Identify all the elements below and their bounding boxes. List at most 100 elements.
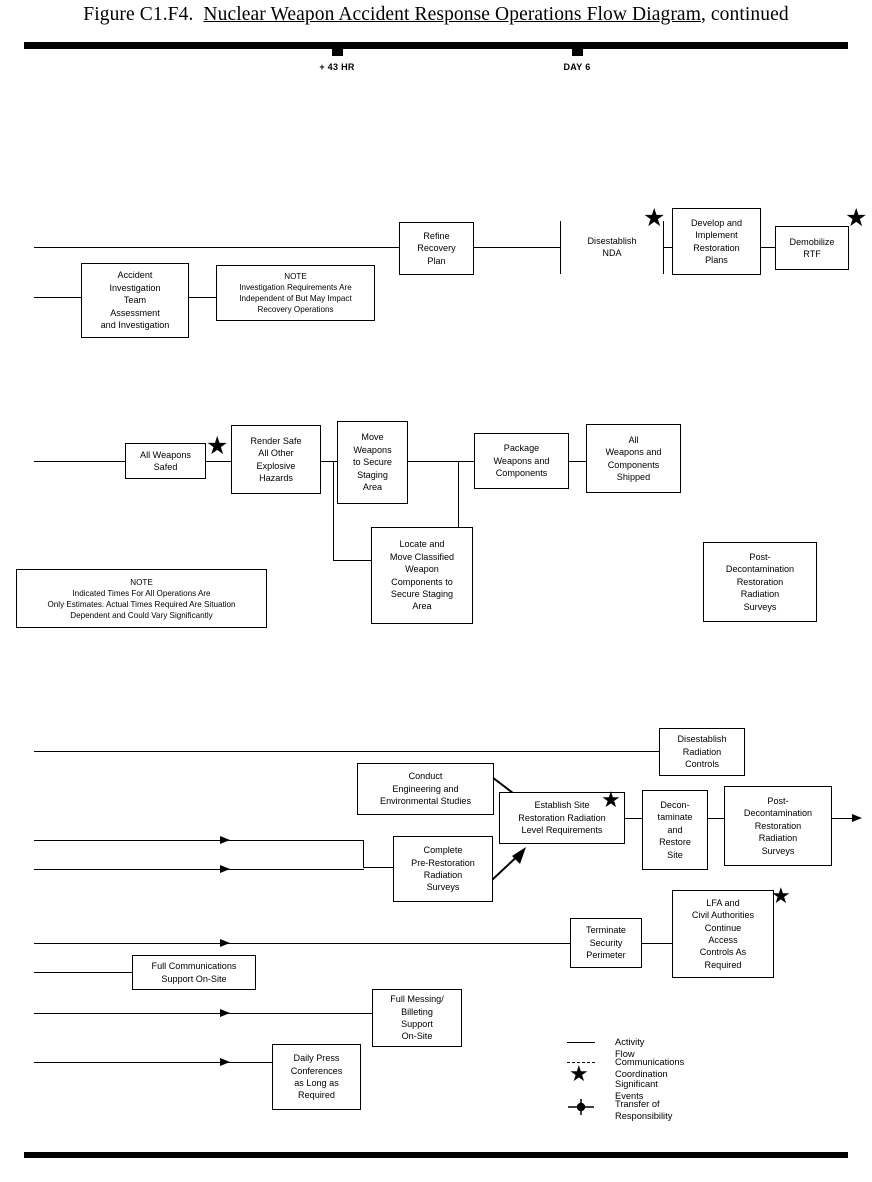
all-weapons-and-components-shipped-box[interactable]: All Weapons and Components Shipped bbox=[586, 424, 681, 493]
arrow-feeder-upper-icon bbox=[220, 836, 230, 844]
flow-line-decon-to-postdecon bbox=[708, 818, 724, 820]
conduct-engineering-environmental-studies-box[interactable]: Conduct Engineering and Environmental St… bbox=[357, 763, 494, 815]
arrow-terminate-security-icon bbox=[220, 939, 230, 947]
arrow-daily-press-icon bbox=[220, 1058, 230, 1066]
flow-line-develop-to-demobilize bbox=[761, 247, 775, 249]
flow-line-to-disestablish-radiation-controls bbox=[34, 751, 659, 753]
timeline-tick-43hr bbox=[332, 45, 343, 56]
accident-investigation-team-box[interactable]: Accident Investigation Team Assessment a… bbox=[81, 263, 189, 338]
demobilize-rtf-label: Demobilize RTF bbox=[789, 236, 835, 259]
establish-site-restoration-radiation-level-requirements-label: Establish Site Restoration Radiation Lev… bbox=[518, 800, 606, 836]
conduct-engineering-environmental-studies-label: Conduct Engineering and Environmental St… bbox=[380, 771, 471, 807]
daily-press-conferences-box[interactable]: Daily Press Conferences as Long as Requi… bbox=[272, 1044, 361, 1110]
bottom-rule bbox=[24, 1152, 848, 1158]
daily-press-conferences-label: Daily Press Conferences as Long as Requi… bbox=[290, 1053, 343, 1101]
note-investigation-requirements-label: NOTE Investigation Requirements Are Inde… bbox=[239, 272, 352, 314]
note-indicated-times-box: NOTE Indicated Times For All Operations … bbox=[16, 569, 267, 628]
arrow-feeder-lower-icon bbox=[220, 865, 230, 873]
disestablish-radiation-controls-box[interactable]: Disestablish Radiation Controls bbox=[659, 728, 745, 776]
legend-label-transfer-of-responsibility: Transfer of Responsibility bbox=[615, 1099, 673, 1121]
complete-pre-restoration-radiation-surveys-box[interactable]: Complete Pre-Restoration Radiation Surve… bbox=[393, 836, 493, 902]
flow-line-locate-join-vertical bbox=[458, 461, 460, 561]
package-weapons-and-components-box[interactable]: Package Weapons and Components bbox=[474, 433, 569, 489]
timeline-label-43hr: + 43 HR bbox=[319, 62, 355, 72]
all-weapons-and-components-shipped-label: All Weapons and Components Shipped bbox=[605, 434, 662, 482]
flow-line-feeder-upper-into-box bbox=[363, 867, 393, 869]
refine-recovery-plan-label: Refine Recovery Plan bbox=[417, 230, 456, 266]
flow-line-into-all-weapons-safed bbox=[34, 461, 125, 463]
communications-coordination-dashed-line-icon bbox=[562, 1054, 602, 1072]
flow-line-nda-to-develop bbox=[663, 247, 673, 249]
flow-line-to-terminate-security bbox=[34, 943, 570, 945]
flow-line-into-investigation-team bbox=[34, 297, 81, 299]
locate-move-classified-weapon-components-box[interactable]: Locate and Move Classified Weapon Compon… bbox=[371, 527, 473, 624]
all-weapons-safed-box[interactable]: All Weapons Safed bbox=[125, 443, 206, 479]
figure-title-text: Nuclear Weapon Accident Response Operati… bbox=[203, 4, 701, 25]
post-decontamination-restoration-radiation-surveys-lower-label: Post- Decontamination Restoration Radiat… bbox=[743, 795, 813, 856]
figure-continued: , continued bbox=[700, 4, 789, 25]
flow-line-branch-to-locate bbox=[333, 560, 371, 562]
flow-line-feeder-upper-drop bbox=[363, 840, 365, 868]
flow-line-package-to-shipped bbox=[569, 461, 586, 463]
full-messing-billeting-support-on-site-box[interactable]: Full Messing/ Billeting Support On-Site bbox=[372, 989, 462, 1047]
render-safe-explosive-hazards-label: Render Safe All Other Explosive Hazards bbox=[250, 435, 302, 483]
activity-flow-line-icon bbox=[562, 1034, 602, 1052]
accident-investigation-team-label: Accident Investigation Team Assessment a… bbox=[100, 270, 170, 331]
flow-branch-vertical-to-locate bbox=[333, 461, 335, 561]
flow-line-feeder-upper bbox=[34, 840, 364, 842]
render-safe-explosive-hazards-box[interactable]: Render Safe All Other Explosive Hazards bbox=[231, 425, 321, 494]
note-investigation-requirements-box: NOTE Investigation Requirements Are Inde… bbox=[216, 265, 375, 321]
legend-label-activity-flow: Activity Flow bbox=[615, 1037, 645, 1059]
timeline-rule bbox=[24, 42, 848, 49]
lfa-civil-authorities-access-controls-label: LFA and Civil Authorities Continue Acces… bbox=[691, 897, 755, 970]
post-decontamination-restoration-radiation-surveys-upper-box[interactable]: Post- Decontamination Restoration Radiat… bbox=[703, 542, 817, 622]
flow-line-render-to-move bbox=[321, 461, 337, 463]
full-communications-support-on-site-box[interactable]: Full Communications Support On-Site bbox=[132, 955, 256, 990]
locate-move-classified-weapon-components-label: Locate and Move Classified Weapon Compon… bbox=[389, 539, 455, 612]
flow-line-move-to-package bbox=[408, 461, 474, 463]
flow-line-postdecon-exit bbox=[832, 818, 854, 820]
full-communications-support-on-site-label: Full Communications Support On-Site bbox=[151, 961, 237, 984]
significant-events-star-icon: ★ bbox=[569, 1061, 589, 1086]
flow-bracket-nda-left bbox=[560, 221, 562, 274]
legend-label-significant-events: Significant Events bbox=[615, 1079, 658, 1101]
flow-line-to-daily-press bbox=[34, 1062, 272, 1064]
arrow-full-messing-icon bbox=[220, 1009, 230, 1017]
develop-implement-restoration-plans-label: Develop and Implement Restoration Plans bbox=[690, 217, 743, 265]
terminate-security-perimeter-label: Terminate Security Perimeter bbox=[586, 925, 626, 961]
full-messing-billeting-support-on-site-label: Full Messing/ Billeting Support On-Site bbox=[390, 994, 444, 1042]
figure-label: Figure C1.F4. bbox=[83, 4, 194, 25]
significant-event-star-nda-icon: ★ bbox=[643, 204, 666, 232]
timeline-label-day6: DAY 6 bbox=[563, 62, 591, 72]
decontaminate-and-restore-site-box[interactable]: Decon- taminate and Restore Site bbox=[642, 790, 708, 870]
refine-recovery-plan-box[interactable]: Refine Recovery Plan bbox=[399, 222, 474, 275]
complete-pre-restoration-radiation-surveys-label: Complete Pre-Restoration Radiation Surve… bbox=[411, 845, 475, 893]
transfer-of-responsibility-node-icon bbox=[562, 1098, 602, 1116]
flow-line-upper-to-refine bbox=[34, 247, 399, 249]
disestablish-nda-box[interactable]: Disestablish NDA bbox=[561, 228, 663, 266]
significant-event-star-weapons-safed-icon: ★ bbox=[206, 432, 229, 460]
arrow-postdecon-exit-icon bbox=[852, 814, 862, 822]
flow-line-team-to-note bbox=[189, 297, 216, 299]
lfa-civil-authorities-access-controls-box[interactable]: LFA and Civil Authorities Continue Acces… bbox=[672, 890, 774, 978]
flow-line-to-full-communications bbox=[34, 972, 132, 974]
disestablish-nda-label: Disestablish NDA bbox=[587, 235, 637, 258]
package-weapons-and-components-label: Package Weapons and Components bbox=[493, 443, 550, 479]
terminate-security-perimeter-box[interactable]: Terminate Security Perimeter bbox=[570, 918, 642, 968]
timeline-tick-day6 bbox=[572, 45, 583, 56]
develop-implement-restoration-plans-box[interactable]: Develop and Implement Restoration Plans bbox=[672, 208, 761, 275]
significant-event-star-establish-site-icon: ★ bbox=[601, 787, 621, 812]
flow-line-establish-to-decon bbox=[625, 818, 642, 820]
post-decontamination-restoration-radiation-surveys-upper-label: Post- Decontamination Restoration Radiat… bbox=[725, 551, 795, 612]
post-decontamination-restoration-radiation-surveys-lower-box[interactable]: Post- Decontamination Restoration Radiat… bbox=[724, 786, 832, 866]
flow-line-terminate-to-lfa bbox=[642, 943, 672, 945]
significant-event-star-demobilize-icon: ★ bbox=[845, 204, 868, 232]
demobilize-rtf-box[interactable]: Demobilize RTF bbox=[775, 226, 849, 270]
move-weapons-to-secure-staging-area-label: Move Weapons to Secure Staging Area bbox=[353, 432, 392, 493]
flow-line-feeder-lower bbox=[34, 869, 364, 871]
note-indicated-times-label: NOTE Indicated Times For All Operations … bbox=[47, 577, 236, 620]
move-weapons-to-secure-staging-area-box[interactable]: Move Weapons to Secure Staging Area bbox=[337, 421, 408, 504]
arrow-prerestoration-to-establish-icon bbox=[491, 847, 526, 881]
establish-site-restoration-radiation-level-requirements-box[interactable]: Establish Site Restoration Radiation Lev… bbox=[499, 792, 625, 844]
